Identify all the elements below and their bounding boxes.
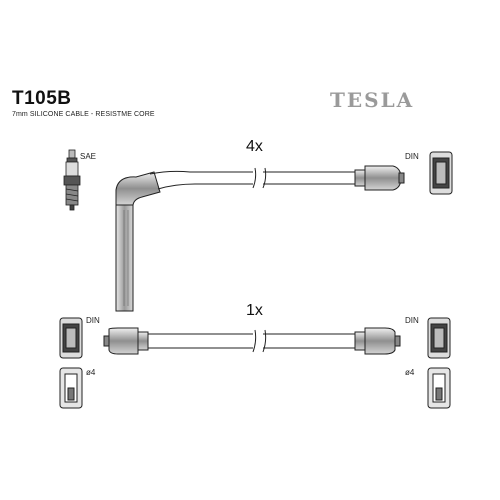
part-number: T105B [12, 88, 72, 109]
cable-top [149, 167, 355, 190]
phi4-label-left: ø4 [86, 368, 96, 377]
brand-logo: TESLA [330, 88, 415, 112]
cable-quantity-top: 4x [246, 138, 263, 155]
din-connector-top [354, 165, 405, 191]
spark-plug-icon [63, 149, 81, 211]
cable-description: 7mm SILICONE CABLE - RESISTME CORE [12, 111, 155, 118]
angled-plug-boot [115, 171, 161, 312]
phi4-terminal-icon-right [427, 367, 451, 409]
phi4-label-right: ø4 [405, 368, 415, 377]
din-label-top: DIN [405, 152, 419, 161]
cable-quantity-bottom: 1x [246, 302, 263, 319]
din-connector-bottom-left [103, 327, 149, 355]
din-terminal-icon-top [429, 151, 453, 195]
cable-bottom [148, 329, 355, 353]
din-label-left: DIN [86, 316, 100, 325]
sae-label: SAE [80, 152, 97, 161]
din-connector-bottom-right [354, 327, 401, 355]
din-terminal-icon-left [59, 317, 83, 359]
phi4-terminal-icon-left [59, 367, 83, 409]
din-label-right: DIN [405, 316, 419, 325]
din-terminal-icon-right [427, 317, 451, 359]
